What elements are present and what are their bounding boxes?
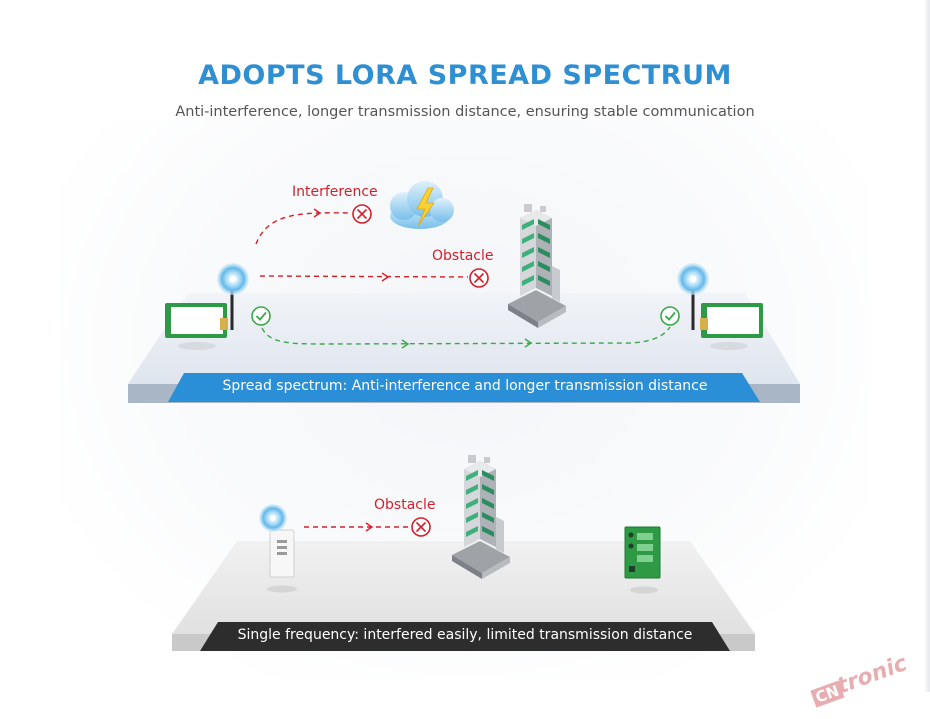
storm-cloud-icon — [390, 181, 454, 229]
arrow-icon — [365, 522, 374, 532]
arrow-icon — [313, 208, 322, 218]
single-frequency-transmitter — [259, 504, 297, 593]
page-edge-shadow — [924, 0, 930, 692]
blocked-icon — [469, 268, 489, 288]
single-banner-text: Single frequency: interfered easily, lim… — [237, 627, 693, 643]
building-obstacle-icon — [508, 204, 566, 328]
page-subtitle: Anti-interference, longer transmission d… — [175, 104, 755, 120]
single-banner — [200, 622, 730, 651]
blocked-icon — [352, 204, 372, 224]
interference-path — [255, 212, 351, 245]
page-title: ADOPTS LORA SPREAD SPECTRUM — [198, 60, 732, 91]
building-obstacle-icon — [452, 455, 510, 579]
left-lora-module — [165, 263, 249, 350]
comparison-diagram: Interference Obstacle — [128, 181, 800, 651]
obstacle-label: Obstacle — [374, 497, 435, 513]
blocked-icon — [411, 517, 431, 537]
spread-banner-text: Spread spectrum: Anti-interference and l… — [222, 378, 708, 394]
spread-banner — [168, 373, 760, 402]
obstacle-label: Obstacle — [432, 248, 493, 264]
success-check-icon — [251, 306, 271, 326]
success-check-icon — [660, 306, 680, 326]
arrow-icon — [401, 339, 410, 349]
obstacle-path — [259, 275, 469, 278]
interference-label: Interference — [292, 184, 378, 200]
spread-platform — [128, 293, 800, 384]
spread-spectrum-scene: Interference Obstacle — [128, 181, 800, 403]
single-platform — [172, 541, 755, 634]
spread-spectrum-path — [261, 326, 671, 345]
arrow-icon — [381, 272, 390, 282]
single-frequency-receiver — [624, 526, 661, 594]
arrow-icon — [524, 338, 533, 348]
single-frequency-scene: Obstacle — [172, 455, 755, 651]
right-lora-module — [677, 263, 763, 350]
